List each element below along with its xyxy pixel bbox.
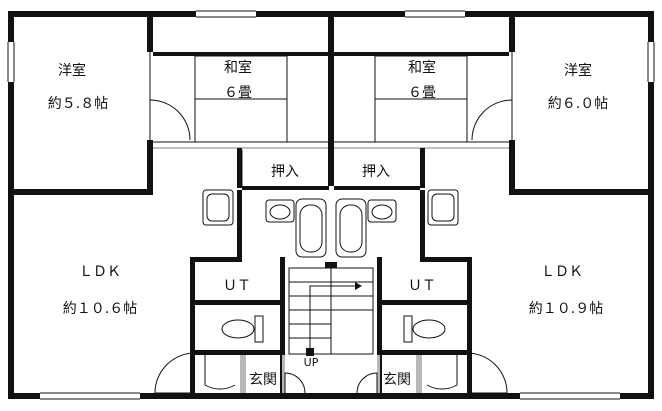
closet-left-name: 押入 [271, 164, 299, 180]
service-core-left [154, 257, 285, 395]
room-labels: 洋室 約５.８帖 洋室 約６.０帖 和室 ６畳 和室 ６畳 押入 押入 ＬＤＫ … [48, 59, 608, 388]
ldk-left-size: 約１０.６帖 [63, 301, 137, 317]
closet-right-name: 押入 [362, 164, 390, 180]
top-windows [196, 10, 465, 18]
entrance-left-name: 玄関 [249, 371, 277, 388]
closets [237, 148, 425, 190]
western-right-size: 約６.０帖 [548, 96, 608, 112]
western-left-name: 洋室 [58, 62, 86, 79]
japanese-left-size: ６畳 [224, 85, 252, 101]
ldk-right-name: ＬＤＫ [541, 264, 583, 280]
party-wall [325, 17, 337, 268]
exterior-walls [8, 11, 654, 399]
ldk-right-size: 約１０.９帖 [529, 301, 603, 317]
stair-up-label: UP [304, 356, 319, 369]
entrance-right-name: 玄関 [383, 371, 411, 388]
japanese-right-name: 和室 [408, 59, 436, 76]
ut-right-name: ＵＴ [408, 278, 436, 294]
western-room-right [471, 17, 655, 195]
japanese-room-left [153, 52, 329, 149]
bottom-windows [40, 392, 620, 400]
western-right-name: 洋室 [564, 62, 592, 79]
ut-left-name: ＵＴ [223, 278, 251, 294]
western-room-left [7, 17, 191, 195]
bathroom-right [335, 189, 472, 262]
japanese-left-name: 和室 [224, 59, 252, 76]
service-core-right [377, 257, 508, 395]
ldk-left-name: ＬＤＫ [79, 264, 121, 280]
staircase [284, 267, 378, 394]
western-left-size: 約５.８帖 [48, 96, 108, 112]
japanese-right-size: ６畳 [408, 85, 436, 101]
bathroom-left [190, 189, 327, 262]
